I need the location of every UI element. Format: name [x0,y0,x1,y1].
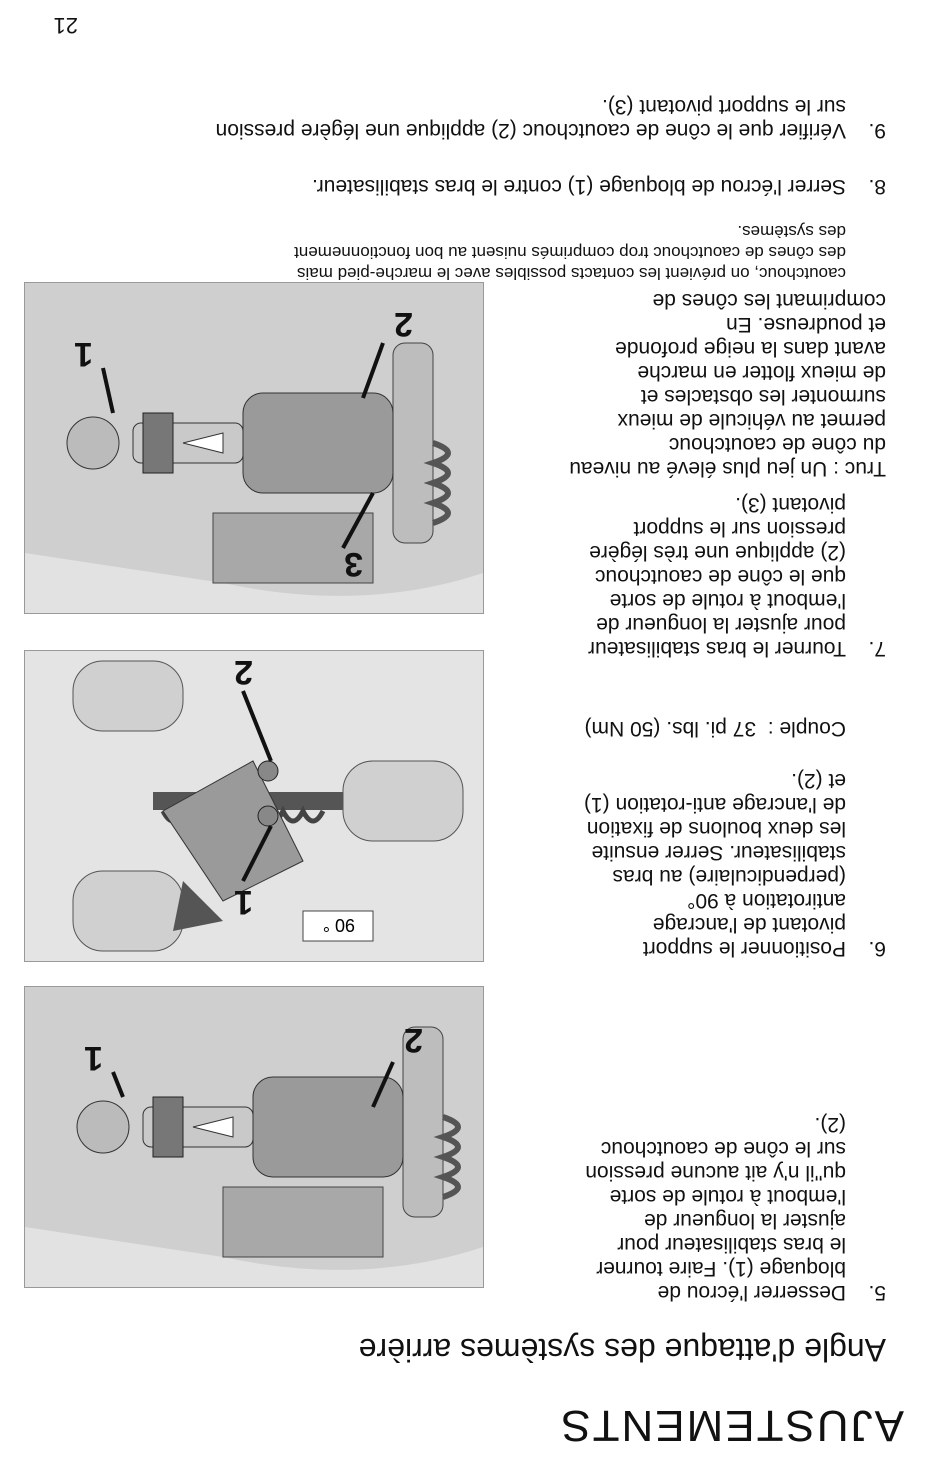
page-heading: Angle d'attaque des systèmes arrière [358,1332,886,1368]
callout-2: 2 [234,653,253,691]
step-9: 9. Vérifier que le cône de caoutchouc (2… [26,94,886,142]
step-text: Positionner le support pivotant de l'anc… [584,769,846,960]
figure-anchor-90-degrees: 90 ° 1 2 [24,650,484,962]
callout-2: 2 [404,1021,423,1059]
step-7: 7. Tourner le bras stabilisateur pour aj… [526,492,886,660]
callout-1: 1 [74,335,93,373]
callout-2: 2 [394,305,413,343]
section-title: AJUSTEMENTS [559,1401,904,1450]
figure-rubber-cone-pressure: 3 2 1 [24,282,484,614]
figure-illustration: 2 1 [25,987,483,1287]
step-number: 8. [868,175,886,198]
step-text: Vérifier que le cône de caoutchouc (2) a… [215,95,846,142]
step-number: 6. [868,937,886,960]
torque-spec: Couple : 37 pi. lbs. (50 Nm) [584,717,846,740]
step-number: 7. [868,637,886,660]
step-text: Serrer l'écrou de bloquage (1) contre le… [312,175,846,198]
step-text: Tourner le bras stabilisateur pour ajust… [588,493,846,660]
figure-illustration: 3 2 1 [25,283,483,613]
figure-illustration: 90 ° 1 2 [25,651,483,961]
step-5: 5. Desserrer l'écrou de bloquage (1). Fa… [526,1112,886,1304]
step-6: 6. Positionner le support pivotant de l'… [526,768,886,960]
step-text: Desserrer l'écrou de bloquage (1). Faire… [585,1113,846,1304]
step-number: 5. [868,1281,886,1304]
callout-1: 1 [234,883,253,921]
step-8: 8. Serrer l'écrou de bloquage (1) contre… [66,174,886,198]
tip-continued-text: caoutchouc, on prévient les contacts pos… [294,222,846,283]
page-number: 21 [53,13,78,38]
angle-label: 90 ° [323,915,355,935]
callout-1: 1 [84,1039,103,1077]
step-number: 9. [868,119,886,142]
callout-3: 3 [344,545,363,583]
figure-rear-suspension-nut: 2 1 [24,986,484,1288]
tip-text: Truc : Un jeu plus élevé au niveau du cô… [569,289,886,480]
